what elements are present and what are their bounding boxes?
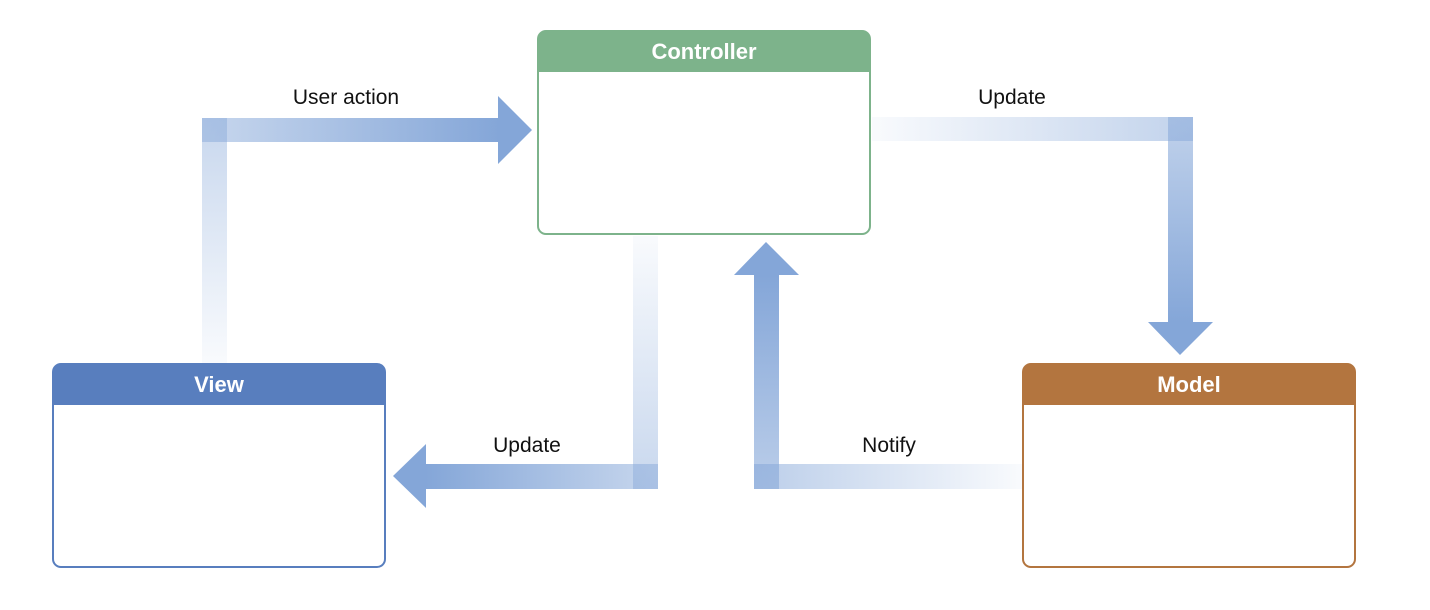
update-model-label: Update (978, 86, 1046, 109)
controller-title: Controller (651, 39, 757, 64)
update-model-arrow (872, 117, 1213, 355)
view-title: View (194, 372, 245, 397)
model-header (1023, 364, 1355, 405)
update-view-label: Update (493, 434, 561, 457)
notify-label: Notify (862, 434, 916, 457)
notify-arrow (734, 242, 1022, 489)
controller-box: Controller (537, 30, 871, 235)
view-box: View (52, 363, 386, 568)
controller-header (538, 31, 870, 72)
model-title: Model (1157, 372, 1221, 397)
view-header (53, 364, 385, 405)
model-box: Model (1022, 363, 1356, 568)
update-view-arrow (393, 236, 658, 508)
user-action-arrow (202, 96, 532, 364)
user-action-label: User action (293, 86, 399, 109)
